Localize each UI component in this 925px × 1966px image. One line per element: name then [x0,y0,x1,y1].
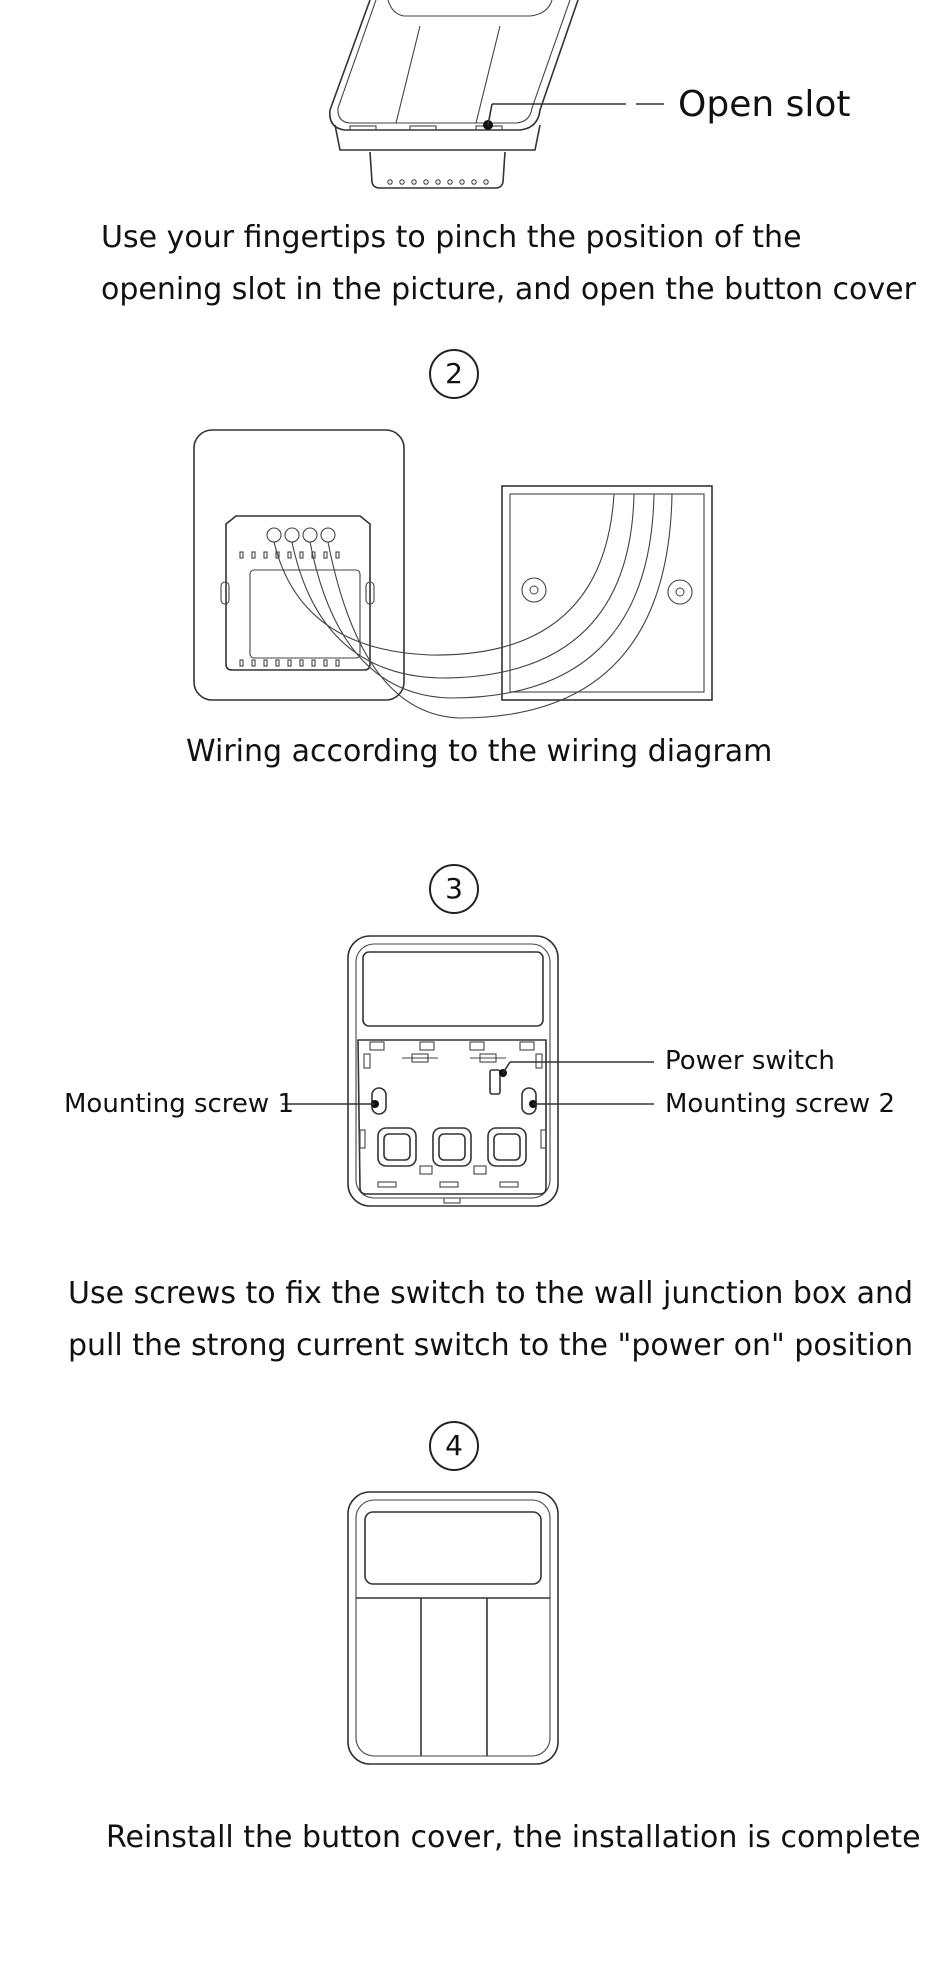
mounting-screw-1-label: Mounting screw 1 [64,1089,294,1119]
step-4-number: 4 [429,1421,479,1471]
step3-instruction-line1: Use screws to fix the switch to the wall… [68,1276,914,1311]
installed-switch-illustration [347,1491,559,1765]
step1-instruction-line2: opening slot in the picture, and open th… [101,272,916,307]
step-2-number: 2 [429,349,479,399]
step4-instruction: Reinstall the button cover, the installa… [106,1820,921,1855]
step1-instruction-line1: Use your fingertips to pinch the positio… [101,220,802,255]
power-switch-label: Power switch [665,1046,835,1076]
wiring-diagram-illustration [193,429,713,719]
mounting-illustration [282,935,654,1207]
step2-instruction: Wiring according to the wiring diagram [186,734,773,769]
step-3-number: 3 [429,864,479,914]
open-slot-label: Open slot [678,84,851,125]
switch-cover-open-illustration [328,0,664,189]
step3-instruction-line2: pull the strong current switch to the "p… [68,1328,914,1363]
mounting-screw-2-label: Mounting screw 2 [665,1089,895,1119]
